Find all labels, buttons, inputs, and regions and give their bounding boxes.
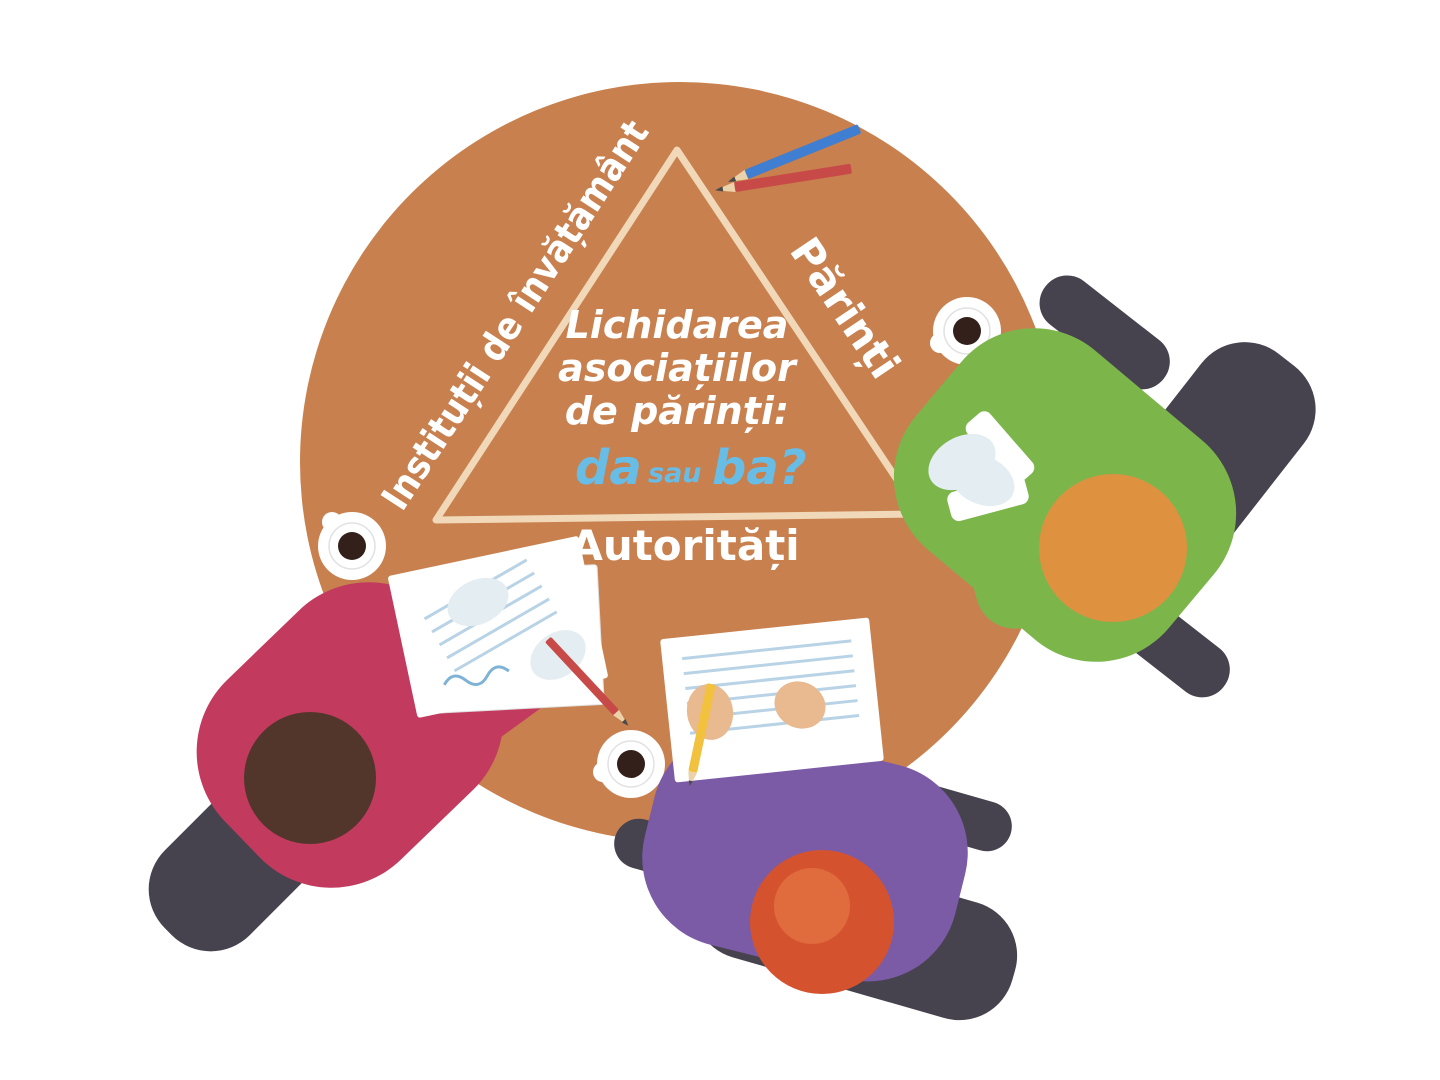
coffee <box>338 532 366 560</box>
title-line-3: de părinți: <box>565 389 789 433</box>
hand <box>949 453 1015 507</box>
person-green-sweater <box>893 275 1316 698</box>
shirt-cuff <box>965 411 1035 485</box>
hand <box>447 577 509 627</box>
person-red-sweater <box>148 536 629 952</box>
coffee <box>617 750 645 778</box>
coffee-cup-icon <box>318 512 386 580</box>
pencil-icon-red-writing <box>545 637 629 726</box>
question-word-da: da <box>575 440 642 496</box>
paper-scribble <box>443 665 510 687</box>
title-line-2: asociațiilor <box>558 346 798 390</box>
head <box>1039 474 1187 622</box>
person-purple-sweater <box>614 617 1018 1021</box>
cup-handle <box>322 512 342 532</box>
pencil-icon-yellow-writing <box>688 683 716 787</box>
hand <box>774 681 826 729</box>
center-title: Lichidarea asociațiilor de părinți: <box>558 303 798 433</box>
title-line-1: Lichidarea <box>566 303 789 347</box>
label-authorities: Autorități <box>570 521 799 571</box>
triangle-outline <box>432 146 924 524</box>
pencil-icon-red <box>714 163 852 193</box>
head <box>244 712 376 844</box>
question-word-ba: ba? <box>712 440 807 496</box>
coffee-cup-icon <box>593 730 665 798</box>
head-highlight <box>774 868 850 944</box>
question-word-sau: sau <box>648 458 702 489</box>
pencil-icon-blue <box>727 124 861 182</box>
coffee <box>953 317 981 345</box>
center-question: da sau ba? <box>575 440 807 496</box>
